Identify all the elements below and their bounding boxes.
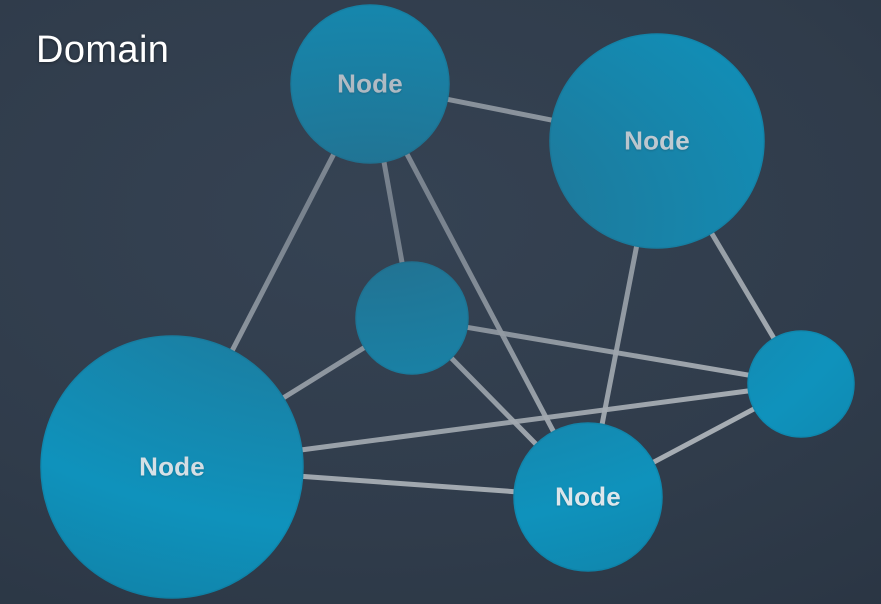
page-title: Domain: [36, 29, 170, 71]
node-label-n2: Node: [624, 125, 690, 156]
node-label-n5: Node: [555, 481, 621, 512]
node-label-n1: Node: [337, 68, 403, 99]
node-label-n4: Node: [139, 451, 205, 482]
